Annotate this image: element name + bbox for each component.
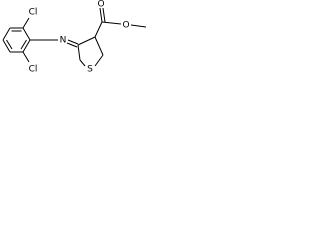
chlorine-label-top: Cl: [29, 8, 38, 18]
ring-bond: [94, 54, 104, 67]
chemical-structure: Cl Cl N S O O: [0, 0, 152, 84]
ring-bond: [77, 44, 81, 61]
ring-bond: [94, 36, 104, 56]
methyl-ester: [94, 7, 147, 38]
c-o-double-bond-a: [99, 7, 103, 23]
nitrogen-label: N: [60, 36, 67, 46]
n-c-double-bond-a: [67, 39, 79, 45]
benzene-ring: [2, 27, 31, 53]
sulfur-label: S: [87, 65, 93, 75]
thiolane-ring: [77, 36, 104, 67]
structure-drawing: Cl Cl N S O O: [2, 0, 147, 75]
c-cl-bond-top: [22, 17, 30, 29]
c-cl-bond-bottom: [22, 51, 30, 63]
ring-bond: [22, 27, 31, 41]
ring-double-bond: [6, 39, 13, 50]
ring-bond: [22, 39, 31, 53]
c-o-double-bond-b: [102, 7, 106, 23]
ring-bond: [2, 27, 11, 41]
ring-double-bond: [20, 39, 27, 50]
ring-bond: [79, 59, 86, 67]
o-ch3-bond: [130, 24, 147, 28]
chlorine-label-bottom: Cl: [29, 65, 38, 75]
n-c-double-bond-b: [66, 42, 78, 48]
c-o-single-bond: [101, 21, 122, 25]
ring-bond: [2, 39, 11, 53]
carbonyl-oxygen-label: O: [97, 0, 104, 10]
c-c-bond: [94, 21, 103, 38]
ring-bond: [77, 36, 96, 46]
ester-oxygen-label: O: [122, 21, 129, 31]
